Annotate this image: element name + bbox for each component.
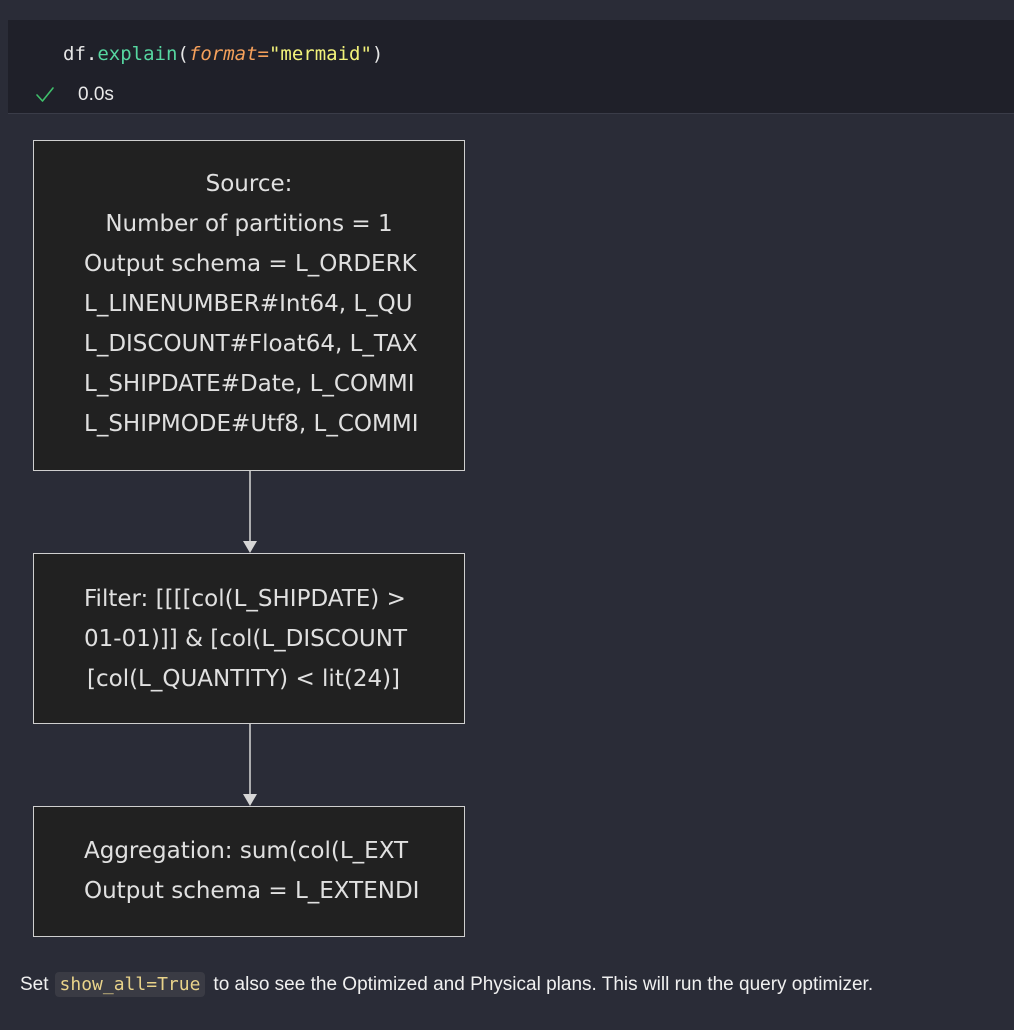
code-open-paren: (: [177, 43, 189, 65]
node-source-line-3: Output schema = L_ORDERK: [84, 251, 417, 277]
node-source-line-7: L_SHIPMODE#Utf8, L_COMMI: [84, 411, 419, 437]
node-source-line-1: Source:: [205, 171, 293, 197]
node-filter-line-3: [col(L_QUANTITY) < lit(24)]: [87, 666, 401, 692]
footer-code-chip: show_all=True: [54, 972, 206, 997]
code-close-paren: ): [371, 43, 384, 65]
node-filter: Filter: [[[[col(L_SHIPDATE) > 01-01)]] &…: [33, 553, 465, 724]
node-filter-line-1: Filter: [[[[col(L_SHIPDATE) >: [84, 586, 406, 612]
node-aggregation-line-1: Aggregation: sum(col(L_EXT: [84, 838, 409, 864]
plan-diagram: Source: Number of partitions = 1 Output …: [33, 140, 465, 937]
arrowhead-filter: [243, 541, 257, 553]
execution-time: 0.0s: [78, 84, 114, 105]
code-equals: =: [257, 43, 269, 65]
node-source-line-6: L_SHIPDATE#Date, L_COMMI: [84, 371, 415, 397]
code-line[interactable]: df.explain(format="mermaid"): [63, 43, 383, 65]
diagram-connectors: [243, 470, 257, 806]
node-source-line-5: L_DISCOUNT#Float64, L_TAX: [84, 331, 418, 357]
execution-status: 0.0s: [34, 82, 114, 108]
node-source-line-2: Number of partitions = 1: [105, 211, 393, 237]
node-filter-line-2: 01-01)]] & [col(L_DISCOUNT: [84, 626, 408, 652]
node-source: Source: Number of partitions = 1 Output …: [33, 140, 465, 471]
code-string-value: "mermaid": [268, 43, 372, 65]
footer-prefix: Set: [20, 973, 49, 995]
arrowhead-aggregation: [243, 794, 257, 806]
footer-hint: Set show_all=True to also see the Optimi…: [20, 972, 873, 997]
node-aggregation: Aggregation: sum(col(L_EXT Output schema…: [33, 806, 465, 937]
check-icon: [36, 87, 54, 102]
node-aggregation-line-2: Output schema = L_EXTENDI: [84, 878, 420, 904]
node-source-line-4: L_LINENUMBER#Int64, L_QU: [84, 291, 413, 317]
code-kwarg: format: [188, 43, 258, 65]
notebook-cell[interactable]: df.explain(format="mermaid") 0.0s: [8, 20, 1014, 114]
code-dot: .: [85, 43, 98, 65]
footer-suffix: to also see the Optimized and Physical p…: [213, 973, 874, 995]
code-object: df: [63, 43, 86, 65]
code-method: explain: [97, 43, 178, 65]
